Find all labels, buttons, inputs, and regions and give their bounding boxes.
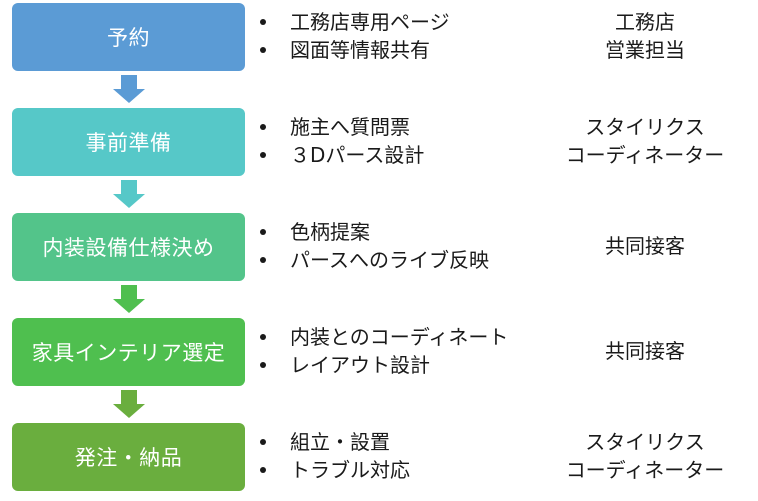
down-arrow-icon xyxy=(113,390,145,420)
bullet-icon xyxy=(260,439,266,445)
step-details: 工務店専用ページ 図面等情報共有 xyxy=(258,8,450,64)
step-box-furniture-selection: 家具インテリア選定 xyxy=(12,318,245,386)
step-details: 組立・設置 トラブル対応 xyxy=(258,428,410,484)
step-box-order-delivery: 発注・納品 xyxy=(12,423,245,491)
bullet-item: 組立・設置 xyxy=(258,428,410,456)
bullet-icon xyxy=(260,467,266,473)
bullet-item: 施主へ質問票 xyxy=(258,113,424,141)
bullet-icon xyxy=(260,47,266,53)
down-arrow-icon xyxy=(113,75,145,105)
step-box-preparation: 事前準備 xyxy=(12,108,245,176)
bullet-item: 図面等情報共有 xyxy=(258,36,450,64)
bullet-icon xyxy=(260,124,266,130)
step-box-reservation: 予約 xyxy=(12,3,245,71)
step-role: スタイリクス コーディネーター xyxy=(565,115,725,167)
bullet-icon xyxy=(260,229,266,235)
step-details: 色柄提案 パースへのライブ反映 xyxy=(258,218,489,274)
bullet-icon xyxy=(260,19,266,25)
step-label: 予約 xyxy=(107,26,150,50)
bullet-item: ３Dパース設計 xyxy=(258,141,424,169)
step-details: 施主へ質問票 ３Dパース設計 xyxy=(258,113,424,169)
bullet-icon xyxy=(260,152,266,158)
step-label: 発注・納品 xyxy=(74,446,183,470)
step-label: 家具インテリア選定 xyxy=(31,341,226,365)
down-arrow-icon xyxy=(113,285,145,315)
bullet-item: トラブル対応 xyxy=(258,456,410,484)
bullet-item: 内装とのコーディネート xyxy=(258,323,508,351)
step-label: 事前準備 xyxy=(85,131,172,155)
bullet-item: パースへのライブ反映 xyxy=(258,246,489,274)
step-label: 内装設備仕様決め xyxy=(42,236,215,260)
bullet-item: 工務店専用ページ xyxy=(258,8,450,36)
step-role: 共同接客 xyxy=(605,234,685,258)
bullet-icon xyxy=(260,334,266,340)
step-role: 工務店 営業担当 xyxy=(605,10,685,62)
step-details: 内装とのコーディネート レイアウト設計 xyxy=(258,323,508,379)
step-role: スタイリクス コーディネーター xyxy=(565,430,725,482)
bullet-item: 色柄提案 xyxy=(258,218,489,246)
bullet-icon xyxy=(260,362,266,368)
bullet-icon xyxy=(260,257,266,263)
step-box-interior-spec: 内装設備仕様決め xyxy=(12,213,245,281)
step-role: 共同接客 xyxy=(605,339,685,363)
bullet-item: レイアウト設計 xyxy=(258,351,508,379)
down-arrow-icon xyxy=(113,180,145,210)
